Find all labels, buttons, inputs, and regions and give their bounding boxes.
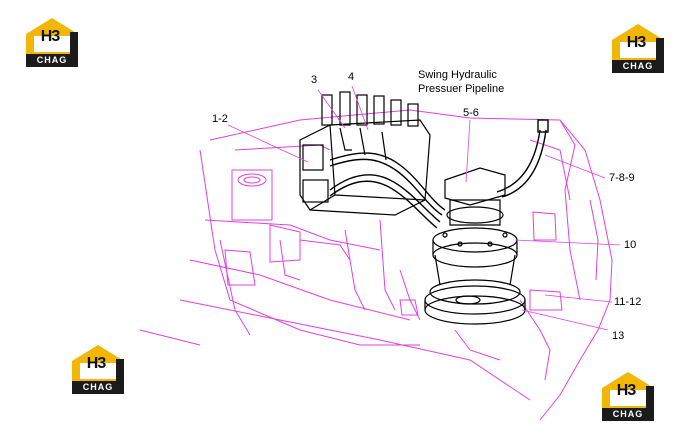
diagram-title-line-2: Pressuer Pipeline [418, 83, 505, 95]
logo-h3-text: H3 [40, 28, 60, 45]
logo-chag-text: CHAG [26, 54, 78, 67]
logo-house-icon [26, 18, 78, 54]
h3chag-logo: H3 CHAG [24, 16, 80, 68]
callout-4: 4 [348, 71, 355, 83]
logo-house-icon [72, 345, 124, 381]
callout-7-8-9: 7-8-9 [609, 172, 635, 184]
swing-hoses [329, 119, 549, 229]
logo-h3-text: H3 [86, 355, 106, 372]
callout-1-2: 1-2 [212, 113, 228, 125]
logo-h3-text: H3 [616, 382, 636, 399]
logo-chag-text: CHAG [602, 408, 654, 421]
swing-motor [424, 167, 526, 325]
logo-chag-text: CHAG [612, 60, 664, 73]
h3chag-logo: H3 CHAG [600, 370, 656, 422]
upper-frame [139, 109, 613, 421]
logo-house-icon [602, 372, 654, 408]
leader-lines [227, 85, 621, 331]
callout-3: 3 [311, 74, 318, 86]
callout-13: 13 [612, 330, 625, 342]
h3chag-logo: H3 CHAG [70, 343, 126, 395]
callout-5-6: 5-6 [463, 107, 479, 119]
logo-house-icon [612, 24, 664, 60]
callout-10: 10 [624, 239, 637, 251]
diagram-title-line-1: Swing Hydraulic [418, 69, 497, 81]
logo-chag-text: CHAG [72, 381, 124, 394]
callout-11-12: 11-12 [614, 296, 642, 308]
logo-h3-text: H3 [626, 34, 646, 51]
h3chag-logo: H3 CHAG [610, 22, 666, 74]
